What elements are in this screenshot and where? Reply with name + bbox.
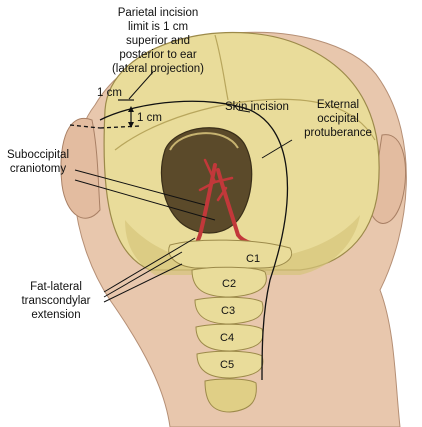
label-c4: C4 — [220, 332, 234, 344]
label-fat-lateral: Fat-lateral transcondylar extension — [21, 281, 90, 321]
sagittal-suture — [214, 34, 229, 101]
parietal-line-3: superior and — [126, 35, 190, 47]
vertebra-c2 — [191, 266, 267, 298]
label-c2: C2 — [222, 278, 236, 290]
label-c5: C5 — [220, 359, 234, 371]
label-dim-vertical: 1 cm — [137, 112, 162, 124]
label-parietal: Parietal incision limit is 1 cm superior… — [112, 7, 204, 75]
leader-suboccipital-2 — [74, 179, 216, 221]
external-line-1: External — [317, 99, 359, 111]
atlas-c1 — [168, 239, 292, 269]
suboccipital-line-1: Suboccipital — [7, 149, 69, 161]
lower-spine — [204, 378, 257, 413]
fat-line-3: extension — [31, 309, 80, 321]
parietal-line-1: Parietal incision — [118, 7, 199, 19]
basilar-branches — [198, 158, 234, 202]
skin-incision-line — [99, 100, 289, 381]
suboccipital-line-2: craniotomy — [10, 163, 66, 175]
cervical-spine — [168, 239, 292, 413]
leader-external-occipital — [261, 139, 293, 159]
dim-arrow-down — [128, 122, 134, 128]
external-line-3: protuberance — [304, 127, 372, 139]
leader-fat-2 — [103, 251, 183, 298]
vertebra-c3 — [194, 296, 264, 325]
label-skin-incision: Skin incision — [225, 101, 289, 113]
label-dim-horizontal: 1 cm — [97, 87, 122, 99]
leader-parietal — [128, 71, 154, 100]
vertebra-c4 — [195, 323, 264, 352]
lambdoid-suture — [114, 98, 376, 151]
leader-skin-incision — [237, 109, 251, 113]
left-ear — [60, 117, 101, 219]
fat-line-2: transcondylar — [21, 295, 90, 307]
external-line-2: occipital — [317, 113, 359, 125]
dim-arrow-up — [128, 106, 134, 112]
parietal-line-2: limit is 1 cm — [128, 21, 188, 33]
vertebra-c5 — [196, 350, 264, 379]
parietal-line-5: (lateral projection) — [112, 63, 204, 75]
label-c1: C1 — [246, 253, 260, 265]
vertebra-labels: C1 C2 C3 C4 C5 — [220, 253, 260, 371]
fat-line-1: Fat-lateral — [30, 281, 82, 293]
leader-fat-1 — [103, 237, 196, 293]
label-suboccipital: Suboccipital craniotomy — [7, 149, 69, 175]
label-external-occipital: External occipital protuberance — [304, 99, 372, 139]
leader-suboccipital-1 — [74, 169, 206, 206]
cavity-rim-highlight — [169, 132, 239, 151]
dashed-incision-extension — [69, 124, 141, 129]
leader-fat-3 — [103, 263, 183, 303]
label-c3: C3 — [221, 305, 235, 317]
parietal-line-4: posterior to ear — [119, 49, 197, 61]
